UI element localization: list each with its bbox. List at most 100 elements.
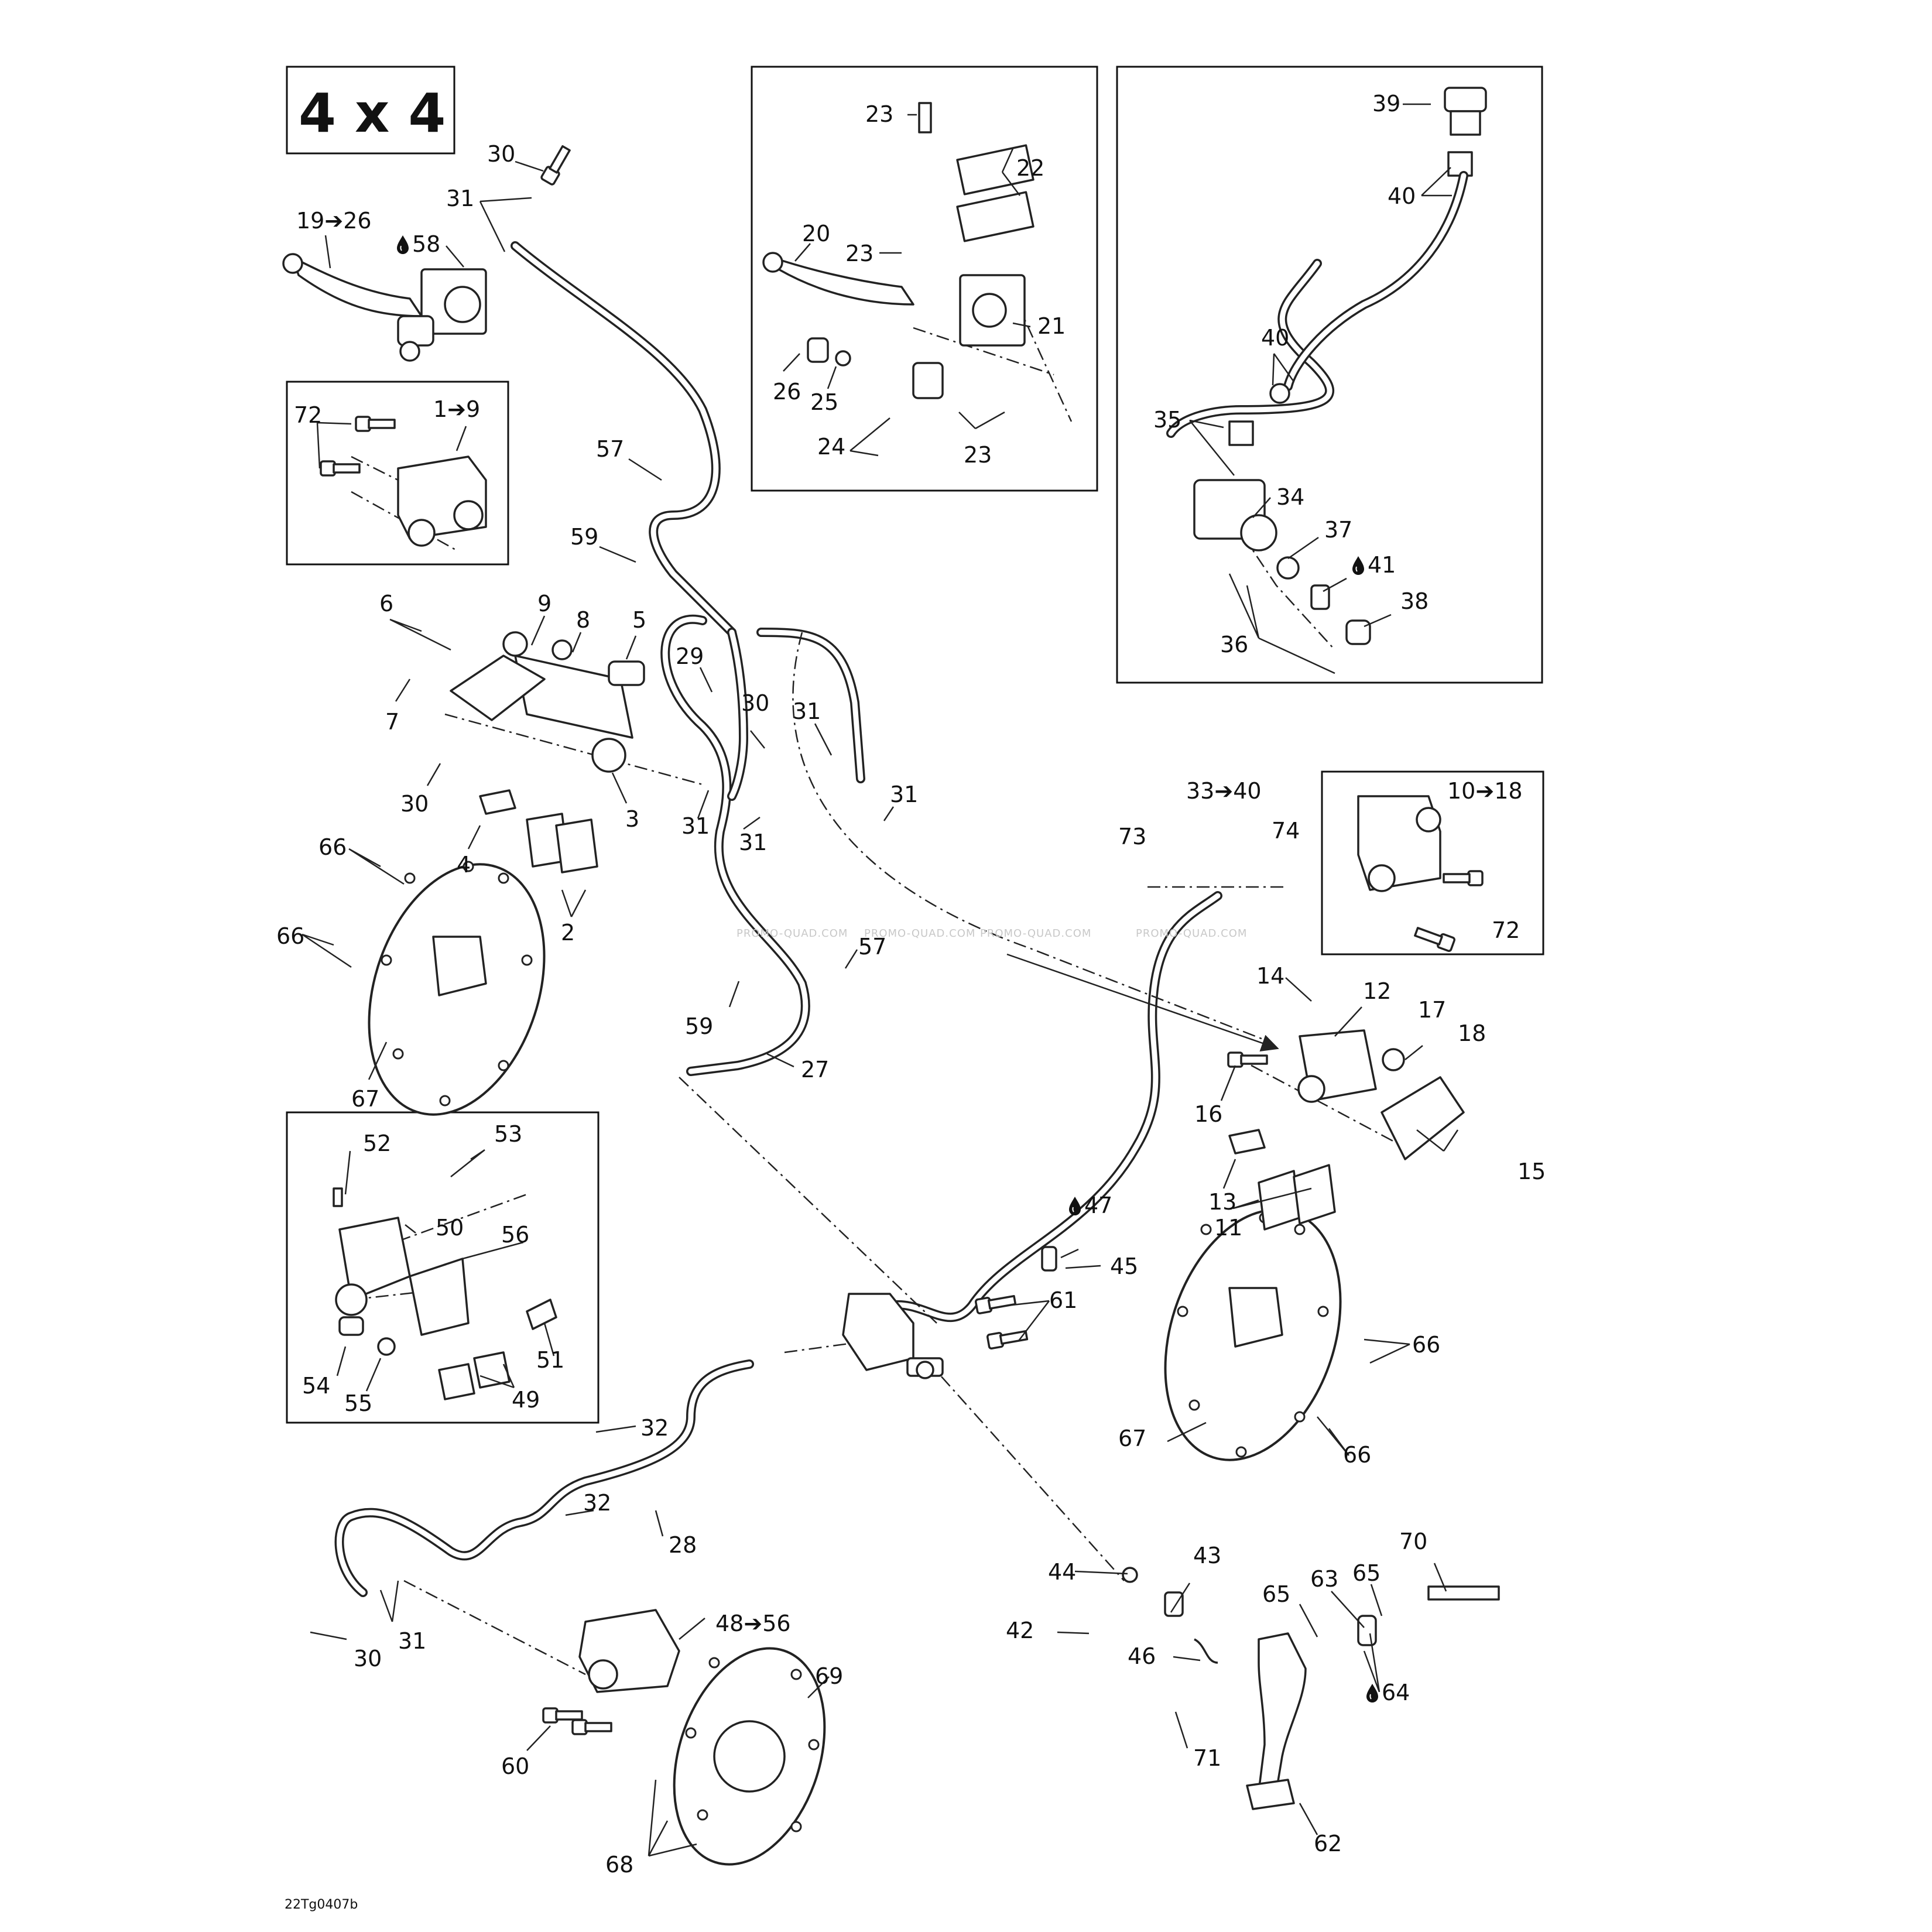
callout-label: 65	[1352, 1560, 1381, 1586]
watermark-text: PROMO-QUAD.COM	[737, 927, 848, 940]
callout-label: 19➔26	[296, 208, 372, 234]
callout-label: 59	[685, 1013, 713, 1039]
callout-label: 40	[1261, 325, 1289, 351]
callout-label: 22	[1016, 155, 1044, 181]
callout-label: 24	[817, 434, 845, 460]
rear-disc	[673, 1647, 826, 1866]
leader-lines	[302, 103, 1459, 1857]
callout-label: 61	[1049, 1287, 1077, 1313]
inset-rear-caliper-parts	[333, 1187, 557, 1400]
arrow-to-right-caliper	[1006, 953, 1279, 1051]
brake-pedal	[1122, 1567, 1500, 1810]
rear-master-cylinder	[842, 1246, 1057, 1379]
watermark-strip: PROMO-QUAD.COM PROMO-QUAD.COM PROMO-QUAD…	[737, 927, 1247, 940]
callout-label: 59	[570, 524, 598, 550]
callout-label: 62	[1314, 1831, 1342, 1856]
rear-reservoir-exploded	[1193, 87, 1487, 645]
callout-labels: 30 31 19➔26 58 72 1➔9 23 22 20 23 21 26 …	[276, 91, 1546, 1878]
callout-label: 55	[344, 1390, 372, 1416]
callout-label: 32	[640, 1415, 669, 1441]
inset-right-caliper-parts	[1357, 795, 1484, 953]
callout-label: 23	[845, 241, 873, 266]
callout-label: 64	[1382, 1680, 1410, 1705]
callout-label: 73	[1118, 824, 1146, 849]
callout-label: 31	[398, 1628, 426, 1654]
watermark-text: PROMO-QUAD.COM	[1136, 927, 1247, 940]
front-right-caliper-exploded	[1227, 1029, 1465, 1231]
callout-label: 44	[1048, 1559, 1076, 1585]
brake-hoses	[334, 241, 1334, 1597]
callout-label: 23	[865, 101, 893, 127]
callout-label: 31	[793, 698, 821, 724]
callout-label: 38	[1400, 588, 1429, 614]
callout-label: 74	[1272, 818, 1300, 844]
callout-label: 32	[583, 1490, 611, 1516]
callout-label: 23	[964, 442, 992, 468]
front-right-disc	[1164, 1208, 1342, 1461]
callout-label: 31	[681, 813, 710, 839]
callout-label: 47	[1084, 1193, 1112, 1218]
callout-label: 27	[801, 1057, 829, 1083]
callout-label: 9	[537, 591, 551, 616]
callout-label: 67	[1118, 1426, 1146, 1451]
callout-label: 42	[1006, 1618, 1034, 1643]
callout-label: 30	[354, 1646, 382, 1671]
callout-label: 72	[294, 402, 322, 428]
callout-label: 72	[1492, 917, 1520, 943]
callout-label: 26	[773, 379, 801, 405]
callout-label: 31	[890, 782, 918, 807]
callout-label: 49	[512, 1387, 540, 1413]
callout-label: 57	[596, 436, 624, 462]
callout-label: 18	[1458, 1020, 1486, 1046]
callout-label: 68	[605, 1852, 633, 1878]
callout-label: 43	[1193, 1543, 1221, 1568]
callout-label: 65	[1262, 1581, 1290, 1607]
callout-label: 58	[412, 231, 440, 257]
callout-label: 2	[561, 920, 575, 946]
callout-label: 69	[815, 1663, 843, 1689]
callout-label: 66	[1343, 1442, 1371, 1468]
callout-label: 52	[363, 1131, 391, 1156]
callout-label: 53	[494, 1121, 522, 1147]
callout-label: 16	[1194, 1101, 1222, 1127]
callout-label: 12	[1363, 978, 1391, 1004]
callout-label: 14	[1256, 963, 1284, 989]
callout-label: 11	[1214, 1215, 1242, 1241]
watermark-text: PROMO-QUAD.COM	[980, 927, 1091, 940]
callout-label: 17	[1418, 997, 1446, 1023]
callout-label: 36	[1220, 632, 1248, 657]
callout-label: 48➔56	[715, 1611, 791, 1636]
master-cylinder-exploded	[762, 102, 1034, 399]
callout-label: 71	[1193, 1745, 1221, 1771]
callout-label: 35	[1153, 407, 1181, 433]
callout-label: 70	[1399, 1529, 1427, 1554]
inset-front-caliper-box	[286, 381, 509, 566]
rear-caliper	[542, 1609, 680, 1735]
oil-drop-icon	[1352, 556, 1365, 576]
callout-label: 39	[1372, 91, 1400, 117]
callout-label: 28	[669, 1532, 697, 1558]
callout-label: 30	[400, 791, 429, 817]
callout-label: 25	[810, 389, 838, 415]
callout-label: 46	[1128, 1643, 1156, 1669]
oil-drop-icon	[1068, 1196, 1081, 1216]
inset-master-cylinder-box	[751, 66, 1098, 492]
oil-drop-icon	[1366, 1683, 1379, 1703]
callout-label: 40	[1388, 183, 1416, 209]
callout-label: 67	[351, 1086, 379, 1112]
callout-label: 1➔9	[433, 396, 480, 422]
inset-right-caliper-box	[1321, 770, 1544, 955]
callout-label: 30	[741, 690, 769, 716]
front-brake-lever-assembly	[282, 253, 487, 362]
callout-label: 15	[1517, 1159, 1546, 1184]
inset-front-caliper-parts	[320, 416, 487, 547]
front-left-disc	[368, 861, 546, 1116]
callout-label: 31	[446, 186, 474, 211]
callout-label: 33➔40	[1186, 778, 1262, 804]
callout-label: 5	[632, 607, 646, 633]
callout-label: 45	[1110, 1253, 1138, 1279]
callout-label: 54	[302, 1373, 330, 1399]
callout-label: 7	[385, 709, 399, 735]
callout-label: 21	[1037, 313, 1066, 339]
